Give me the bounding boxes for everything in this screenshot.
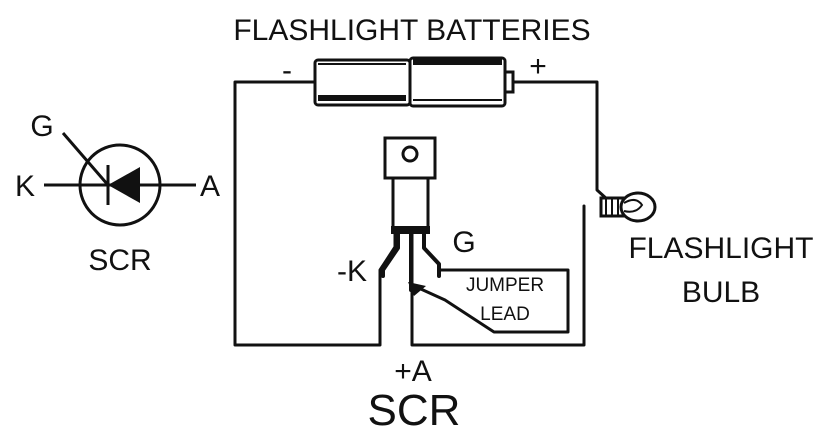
jumper-arrow-icon bbox=[408, 282, 426, 296]
jumper-label-line1: JUMPER bbox=[466, 275, 544, 296]
jumper-label-line2: LEAD bbox=[480, 304, 530, 325]
batteries-title: FLASHLIGHT BATTERIES bbox=[233, 14, 590, 47]
symbol-cathode-label: K bbox=[15, 170, 35, 203]
jumper-lead-wire bbox=[410, 268, 570, 334]
wire-positive bbox=[511, 80, 610, 202]
scr-caption: SCR bbox=[368, 386, 461, 431]
battery-minus-label: - bbox=[282, 54, 292, 87]
battery-plus-label: + bbox=[529, 50, 547, 83]
scr-symbol bbox=[44, 132, 196, 227]
scr-cathode-lead bbox=[381, 230, 400, 278]
scr-gate-label: G bbox=[452, 226, 475, 259]
flashlight-bulb bbox=[599, 191, 657, 223]
scr-anode-label: +A bbox=[394, 355, 432, 388]
symbol-gate-label: G bbox=[30, 110, 53, 143]
scr-gate-lead bbox=[422, 230, 441, 278]
wire-negative bbox=[233, 80, 397, 347]
scr-cathode-label: -K bbox=[337, 255, 367, 288]
symbol-caption: SCR bbox=[88, 244, 151, 277]
symbol-anode-label: A bbox=[200, 170, 220, 203]
scr-package bbox=[383, 136, 437, 234]
bulb-label-line2: BULB bbox=[682, 276, 760, 309]
battery-right bbox=[408, 56, 515, 108]
bulb-label-line1: FLASHLIGHT bbox=[628, 232, 813, 265]
battery-left bbox=[313, 58, 412, 107]
